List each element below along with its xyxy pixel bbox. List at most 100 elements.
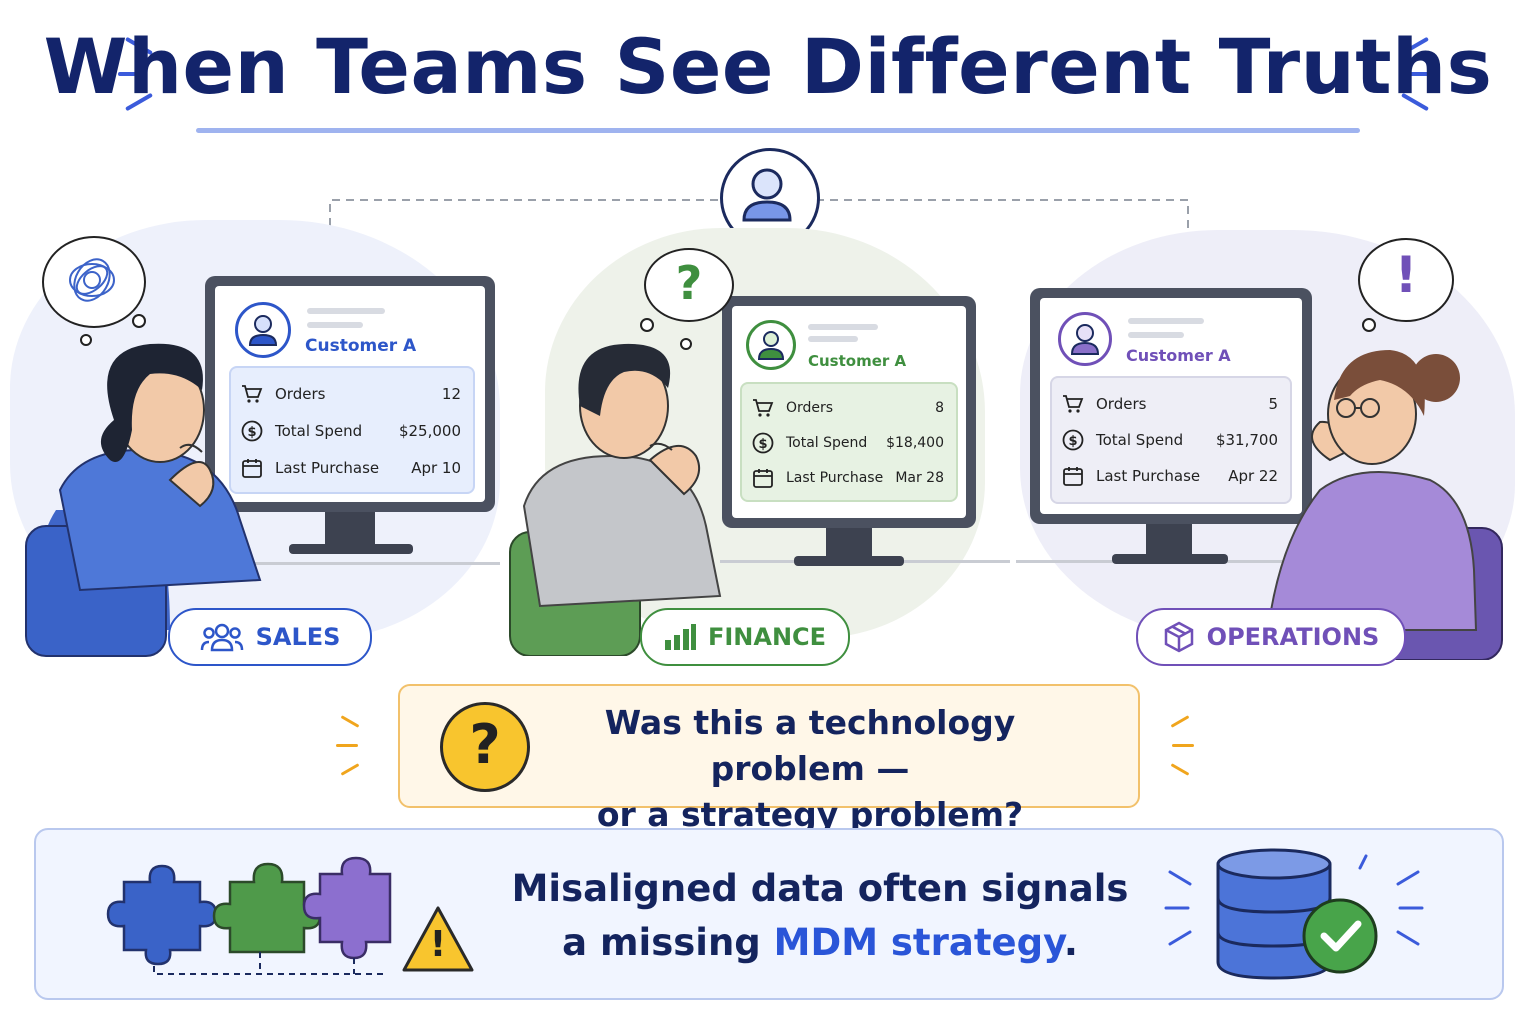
question-text: Was this a technology problem — or a str… <box>530 700 1090 838</box>
mdm-strategy-highlight: MDM strategy <box>773 921 1064 964</box>
title-underline <box>196 128 1360 133</box>
dollar-icon: $ <box>1062 429 1084 451</box>
operations-team-badge: OPERATIONS <box>1136 608 1406 666</box>
total-spend-value: $25,000 <box>398 422 461 440</box>
orders-label: Orders <box>786 400 834 416</box>
shared-customer-avatar <box>720 148 820 248</box>
operations-customer-avatar <box>1058 312 1112 366</box>
last-purchase-value: Apr 22 <box>1228 467 1278 485</box>
dollar-icon: $ <box>752 432 774 454</box>
sales-spend-row: $ Total Spend $25,000 <box>241 417 461 445</box>
bar-chart-icon <box>664 624 696 650</box>
finance-last-purchase-row: Last Purchase Mar 28 <box>752 464 944 492</box>
svg-text:$: $ <box>758 437 767 452</box>
warning-icon: ! <box>400 904 476 974</box>
operations-data-card: Orders 5 $ Total Spend $31,700 Last Purc… <box>1050 376 1292 504</box>
tangled-thought-icon <box>69 258 115 302</box>
page-title: When Teams See Different Truths <box>43 22 1493 111</box>
question-spark-right-top <box>1170 715 1190 728</box>
last-purchase-value: Mar 28 <box>895 470 944 486</box>
question-mark-icon: ? <box>675 256 703 310</box>
sales-last-purchase-row: Last Purchase Apr 10 <box>241 454 461 482</box>
svg-text:$: $ <box>247 425 256 440</box>
calendar-icon <box>1062 465 1084 487</box>
finance-spend-row: $ Total Spend $18,400 <box>752 429 944 457</box>
cart-icon <box>752 397 774 419</box>
last-purchase-label: Last Purchase <box>1096 467 1201 485</box>
dollar-icon: $ <box>241 420 263 442</box>
sales-desk <box>230 562 500 565</box>
warning-symbol: ! <box>429 924 447 965</box>
sales-monitor: Customer A Orders 12 $ Total Spend $25,0… <box>205 276 495 554</box>
sales-thought-bubble <box>42 236 146 328</box>
svg-text:$: $ <box>1068 434 1077 449</box>
database-check-icon <box>1164 848 1424 980</box>
question-spark-left-mid <box>336 744 358 747</box>
finance-orders-row: Orders 8 <box>752 394 944 422</box>
sales-data-card: Orders 12 $ Total Spend $25,000 Last Pur… <box>229 366 475 494</box>
sales-team-badge: SALES <box>168 608 372 666</box>
title-spark-left-mid <box>118 72 144 76</box>
finance-person <box>509 343 722 656</box>
total-spend-label: Total Spend <box>786 435 868 451</box>
conclusion-line-2: a missing MDM strategy. <box>480 916 1160 970</box>
sales-orders-row: Orders 12 <box>241 380 461 408</box>
operations-person <box>1266 350 1503 660</box>
operations-customer-name: Customer A <box>1126 346 1231 365</box>
finance-team-label: FINANCE <box>707 623 827 651</box>
conclusion-line-2-prefix: a missing <box>562 921 774 964</box>
conclusion-suffix: . <box>1063 921 1078 964</box>
question-icon: ? <box>440 702 530 792</box>
people-icon <box>200 623 243 652</box>
question-line-2: or a strategy problem? <box>596 795 1024 834</box>
operations-screen: Customer A Orders 5 $ Total Spend $31,70… <box>1040 298 1302 514</box>
last-purchase-label: Last Purchase <box>786 470 884 486</box>
question-spark-right-mid <box>1172 744 1194 747</box>
operations-orders-row: Orders 5 <box>1062 390 1278 418</box>
question-icon-symbol: ? <box>469 713 501 776</box>
conclusion-line-1: Misaligned data often signals <box>511 867 1129 910</box>
operations-monitor: Customer A Orders 5 $ Total Spend $31,70… <box>1030 288 1312 564</box>
sales-screen: Customer A Orders 12 $ Total Spend $25,0… <box>215 286 485 502</box>
question-spark-left-bottom <box>340 763 360 776</box>
finance-monitor: Customer A Orders 8 $ Total Spend $18,40… <box>722 296 976 566</box>
last-purchase-value: Apr 10 <box>411 459 461 477</box>
sales-person <box>25 343 262 657</box>
user-icon <box>742 168 792 222</box>
orders-label: Orders <box>275 385 326 403</box>
title-spark-right-mid <box>1404 72 1430 76</box>
cart-icon <box>1062 393 1084 415</box>
question-spark-right-bottom <box>1170 763 1190 776</box>
cart-icon <box>241 383 263 405</box>
orders-label: Orders <box>1096 395 1147 413</box>
total-spend-value: $18,400 <box>886 435 944 451</box>
total-spend-label: Total Spend <box>275 422 363 440</box>
user-icon <box>248 315 278 346</box>
calendar-icon <box>752 467 774 489</box>
operations-spend-row: $ Total Spend $31,700 <box>1062 426 1278 454</box>
total-spend-label: Total Spend <box>1096 431 1184 449</box>
user-icon <box>757 331 785 360</box>
box-icon <box>1164 621 1193 653</box>
operations-thought-bubble: ! <box>1358 238 1454 322</box>
finance-screen: Customer A Orders 8 $ Total Spend $18,40… <box>732 306 966 518</box>
user-icon <box>1070 324 1100 355</box>
question-spark-left-top <box>340 715 360 728</box>
orders-value: 12 <box>441 385 461 403</box>
sales-customer-name: Customer A <box>305 336 417 356</box>
last-purchase-label: Last Purchase <box>275 459 380 477</box>
exclamation-icon: ! <box>1394 246 1418 304</box>
calendar-icon <box>241 457 263 479</box>
orders-value: 5 <box>1268 395 1278 413</box>
question-line-1: Was this a technology problem — <box>604 703 1016 788</box>
finance-customer-avatar <box>746 320 796 370</box>
finance-team-badge: FINANCE <box>640 608 850 666</box>
conclusion-text: Misaligned data often signals a missing … <box>480 862 1160 970</box>
total-spend-value: $31,700 <box>1215 431 1278 449</box>
puzzle-pieces-icon <box>106 856 392 975</box>
sales-team-label: SALES <box>255 623 341 651</box>
operations-last-purchase-row: Last Purchase Apr 22 <box>1062 462 1278 490</box>
sales-customer-avatar <box>235 302 291 358</box>
finance-thought-bubble: ? <box>644 248 734 322</box>
finance-data-card: Orders 8 $ Total Spend $18,400 Last Purc… <box>740 382 958 502</box>
